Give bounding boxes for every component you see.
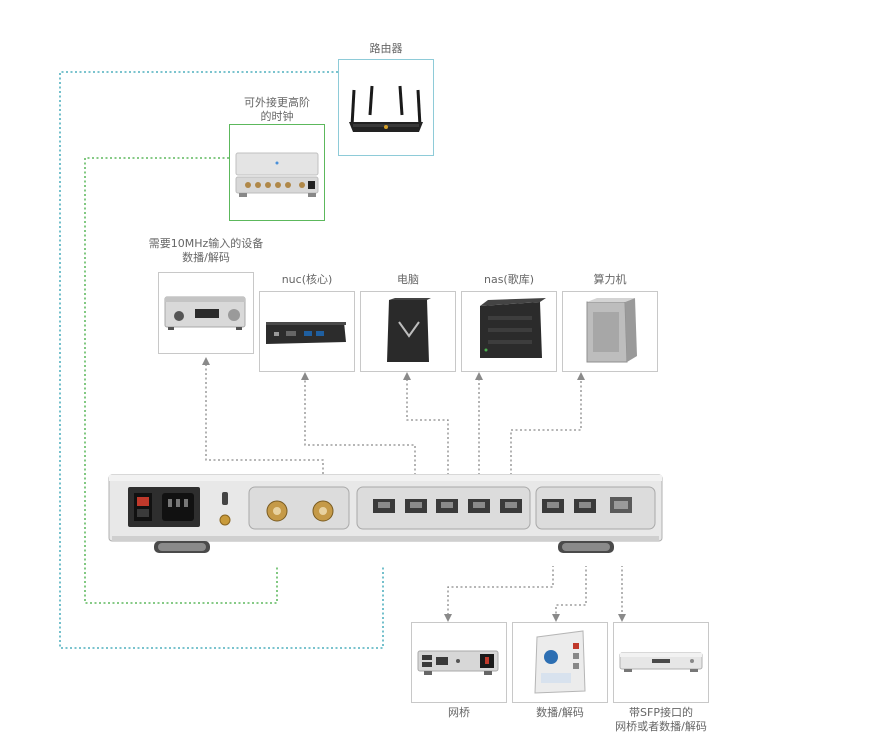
wire-10mhz-device <box>205 360 324 492</box>
clock-label: 可外接更高阶 的时钟 <box>229 96 325 124</box>
dac10m-label-line2: 数播/解码 <box>182 251 230 264</box>
router-label: 路由器 <box>369 42 403 55</box>
ethernet-group-main <box>356 486 531 530</box>
clock-label-line2: 的时钟 <box>260 110 294 123</box>
nas-label: nas(歌库) <box>483 273 535 286</box>
compute-box <box>562 291 658 372</box>
sfp-box <box>613 622 709 703</box>
pc-label: 电脑 <box>397 273 419 286</box>
wire-clock <box>84 157 278 604</box>
wire-compute <box>510 375 582 493</box>
nas-box <box>461 291 557 372</box>
nuc-image <box>266 322 346 344</box>
ethernet-group-secondary <box>535 486 656 530</box>
wire-pc <box>406 375 449 493</box>
nuc-label: nuc(核心) <box>281 273 333 286</box>
sfp-label-line1: 带SFP接口的 <box>629 706 693 719</box>
nas-image <box>480 298 546 358</box>
pc-image <box>387 298 431 362</box>
power-inlet <box>128 487 200 527</box>
nuc-box <box>259 291 355 372</box>
wire-nuc <box>304 375 416 493</box>
bridge-box <box>411 622 507 703</box>
dac10m-box <box>158 272 254 354</box>
sfp-label: 带SFP接口的 网桥或者数播/解码 <box>603 706 719 734</box>
toggle-switch <box>222 492 228 505</box>
sfp-image <box>619 652 703 672</box>
ground-terminal <box>219 514 231 526</box>
dac10m-image <box>164 296 246 330</box>
streamer-image <box>534 630 586 694</box>
clock-label-line1: 可外接更高阶 <box>244 96 310 109</box>
dac10m-label-line1: 需要10MHz输入的设备 <box>148 237 264 250</box>
clock-box <box>229 124 325 221</box>
clock-image <box>235 152 319 197</box>
bridge-image <box>417 650 499 675</box>
dac10m-label: 需要10MHz输入的设备 数播/解码 <box>130 237 282 265</box>
router-box <box>338 59 434 156</box>
main-switch <box>108 474 664 566</box>
wire-router <box>59 71 384 649</box>
bridge-label: 网桥 <box>448 706 470 719</box>
streamer-box <box>512 622 608 703</box>
compute-image <box>586 298 637 363</box>
streamer-label: 数播/解码 <box>536 706 584 719</box>
router-image <box>349 85 423 132</box>
compute-label: 算力机 <box>593 273 627 286</box>
pc-box <box>360 291 456 372</box>
sfp-label-line2: 网桥或者数播/解码 <box>615 720 707 733</box>
bnc-group <box>248 486 350 530</box>
switch-feet <box>154 541 614 553</box>
